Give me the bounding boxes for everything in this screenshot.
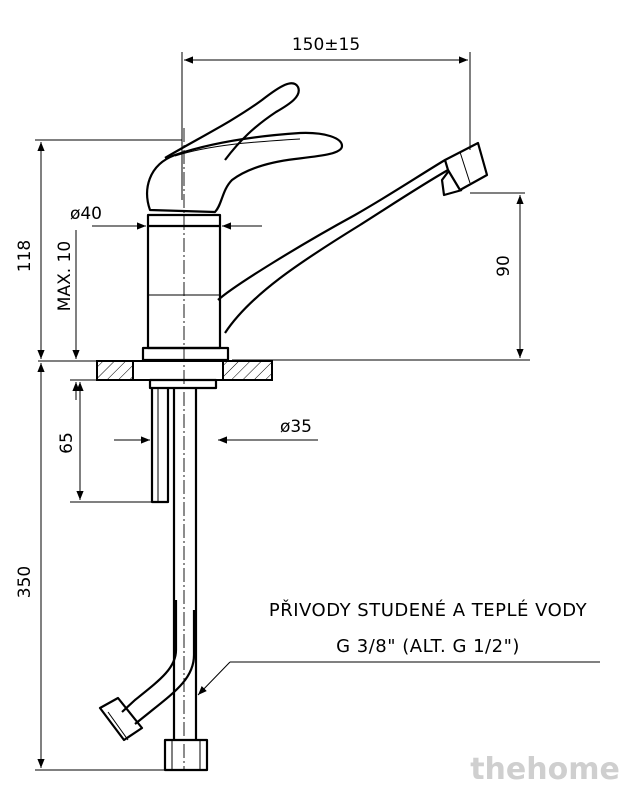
dim-height-spout-label: 90 — [494, 255, 514, 277]
hose-fitting-angled — [98, 696, 144, 742]
countertop-section — [38, 360, 273, 381]
dim-shank-diameter-label: ø35 — [280, 417, 312, 437]
dim-height-total: 118 — [15, 139, 182, 359]
spout-tip — [444, 141, 489, 192]
note-line-1: PŘIVODY STUDENÉ A TEPLÉ VODY — [269, 599, 588, 621]
dim-hose-length-label: 350 — [15, 566, 35, 598]
hose-fitting-straight — [163, 738, 209, 772]
dim-height-spout: 90 — [232, 192, 530, 361]
dim-shank-length: 65 — [57, 382, 160, 503]
dim-body-diameter-label: ø40 — [70, 204, 102, 224]
lever-handle — [146, 131, 344, 214]
supply-hoses — [98, 388, 209, 772]
faucet-body — [141, 82, 489, 362]
note-line-2: G 3/8" (ALT. G 1/2") — [336, 636, 520, 657]
dim-height-total-label: 118 — [15, 240, 35, 272]
lever-top — [164, 82, 300, 161]
dim-max-thickness: MAX. 10 — [55, 230, 97, 400]
dim-shank-length-label: 65 — [57, 432, 77, 454]
spout — [217, 158, 450, 334]
dim-body-diameter: ø40 — [70, 204, 262, 230]
watermark: thehome — [470, 752, 620, 787]
supply-note: PŘIVODY STUDENÉ A TEPLÉ VODY G 3/8" (ALT… — [197, 599, 600, 696]
dim-hose-length: 350 — [15, 363, 165, 771]
dim-width: 150±15 — [181, 35, 471, 200]
dim-max-thickness-label: MAX. 10 — [55, 241, 75, 311]
dim-width-label: 150±15 — [292, 35, 360, 55]
dim-shank-diameter: ø35 — [114, 417, 318, 444]
base-collar — [141, 346, 230, 362]
mounting-shank — [148, 378, 218, 504]
